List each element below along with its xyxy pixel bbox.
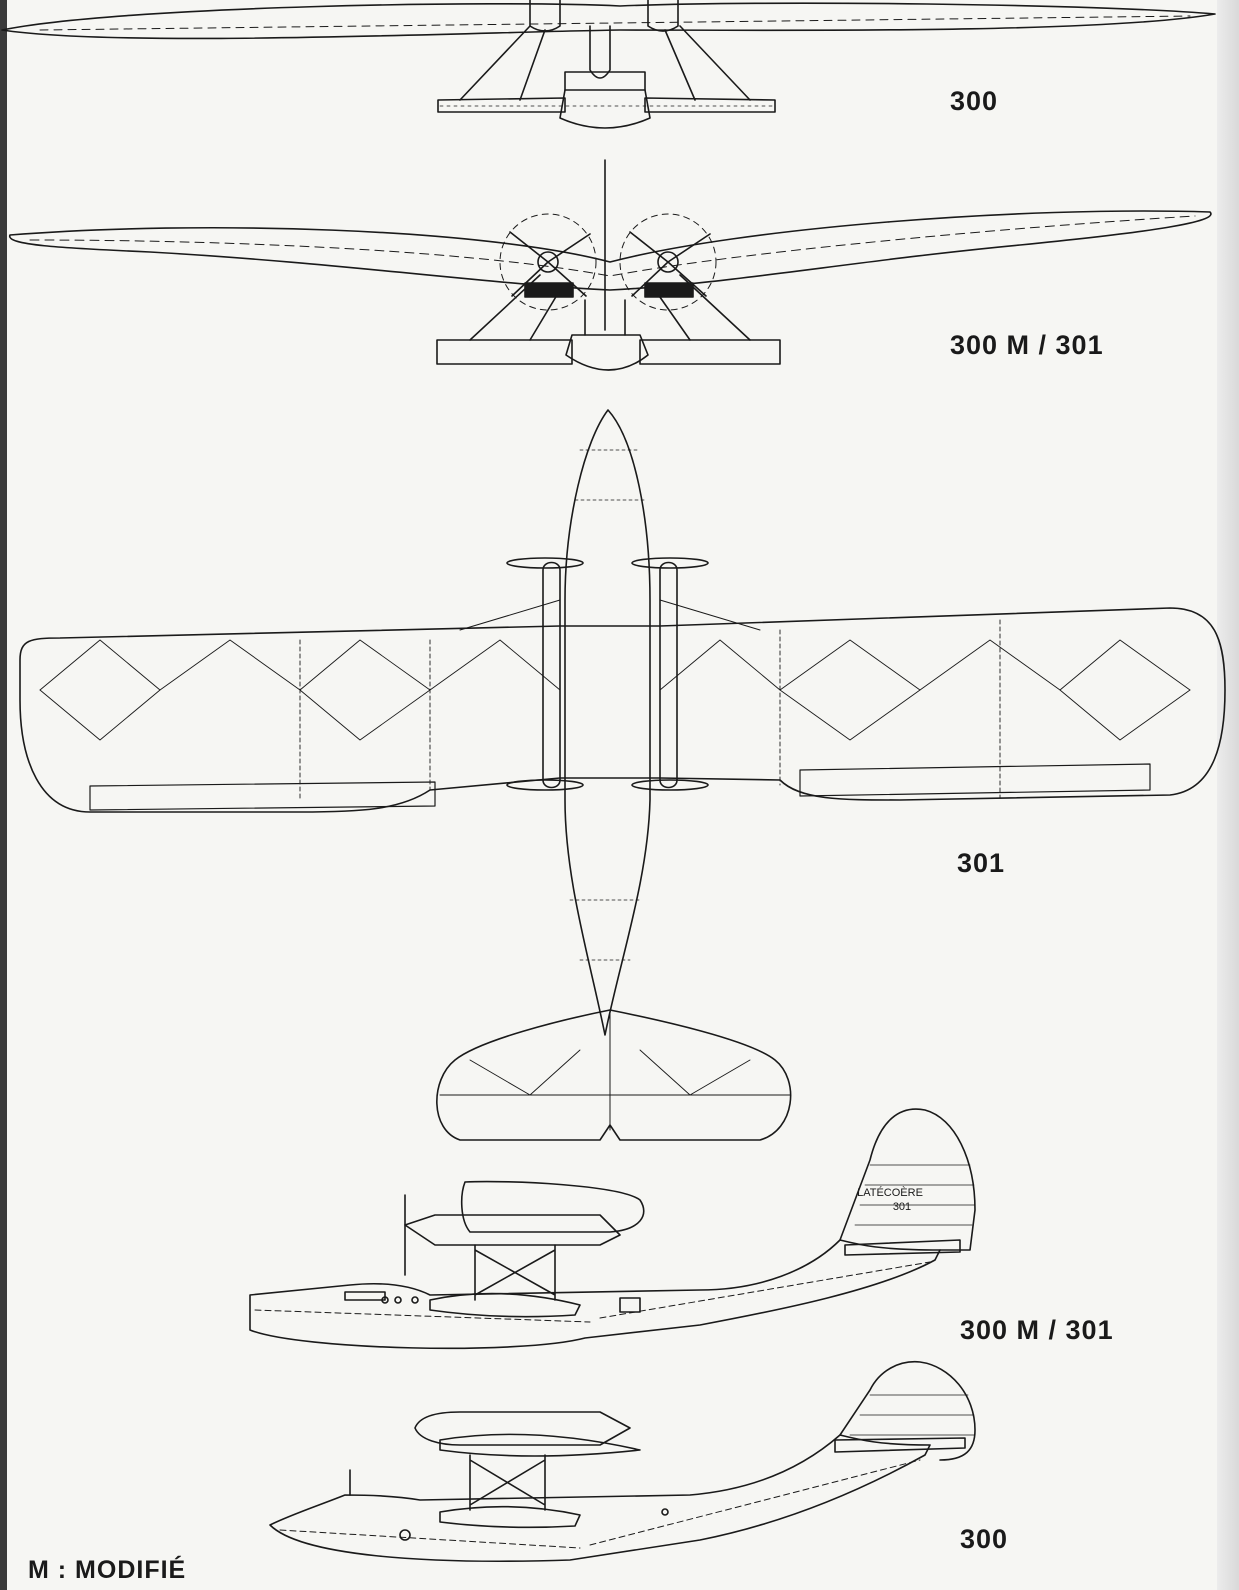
propeller-right — [629, 231, 711, 297]
label-view-300-front: 300 — [950, 86, 999, 116]
fuselage-top — [564, 409, 651, 1036]
engine-pod-side-300 — [414, 1411, 631, 1446]
aileron-right — [799, 763, 1151, 797]
sponson-301 — [429, 1292, 581, 1318]
scan-left-edge — [0, 0, 7, 1590]
label-view-300-side: 300 — [960, 1524, 1009, 1554]
stub-float-left-300 — [437, 97, 566, 113]
wing-front-301 — [9, 210, 1212, 291]
hull-side-301 — [249, 1239, 941, 1350]
hull-front-300 — [589, 25, 611, 79]
prop-disc-right — [619, 213, 717, 311]
engine-pod-side-301 — [404, 1214, 621, 1246]
scan-right-edge — [1217, 0, 1239, 1590]
front-view-300 — [1, 0, 1216, 129]
legend-modifie: M : MODIFIÉ — [28, 1556, 187, 1584]
hull-bottom-300 — [559, 89, 651, 129]
sponson-300 — [439, 1505, 581, 1529]
stub-float-right-301 — [639, 339, 781, 365]
engine-nacelle-right — [644, 282, 694, 298]
strut-frame-300 — [469, 1454, 546, 1511]
stub-float-right-300 — [644, 97, 776, 113]
strut-frame-301 — [474, 1244, 556, 1301]
propeller-left — [509, 231, 591, 297]
wing-front-300 — [1, 2, 1216, 40]
wing-top — [19, 607, 1226, 813]
wing-section-300 — [439, 1433, 641, 1457]
engine-right-300 — [647, 0, 679, 32]
side-view-300m-301 — [249, 1108, 976, 1350]
upper-wing-side-301 — [460, 1180, 645, 1233]
label-view-300m-301-front: 300 M / 301 — [950, 330, 1104, 360]
label-view-301-top: 301 — [957, 848, 1006, 878]
tailplane-side-300 — [834, 1437, 966, 1453]
engine-nacelle-left — [524, 282, 574, 298]
tail-marking-maker: LATÉCOÈRE — [857, 1186, 923, 1199]
nacelle-top-right — [659, 561, 678, 789]
top-view-301 — [19, 409, 1226, 1141]
prop-disc-left — [499, 213, 597, 311]
nacelle-top-left — [542, 561, 561, 789]
front-view-300m-301 — [9, 159, 1212, 371]
side-view-300 — [269, 1360, 976, 1563]
fin-rudder-301 — [839, 1108, 976, 1251]
tail-marking-number: 301 — [893, 1201, 911, 1213]
aileron-left — [89, 781, 436, 811]
tailplane-top — [436, 1009, 792, 1141]
label-view-300m-301-side: 300 M / 301 — [960, 1315, 1114, 1345]
stub-float-left-301 — [436, 339, 573, 365]
fin-rudder-300 — [839, 1360, 976, 1461]
hull-front-301 — [565, 334, 649, 371]
hull-side-300 — [269, 1434, 931, 1563]
tailplane-side-301 — [844, 1239, 961, 1256]
